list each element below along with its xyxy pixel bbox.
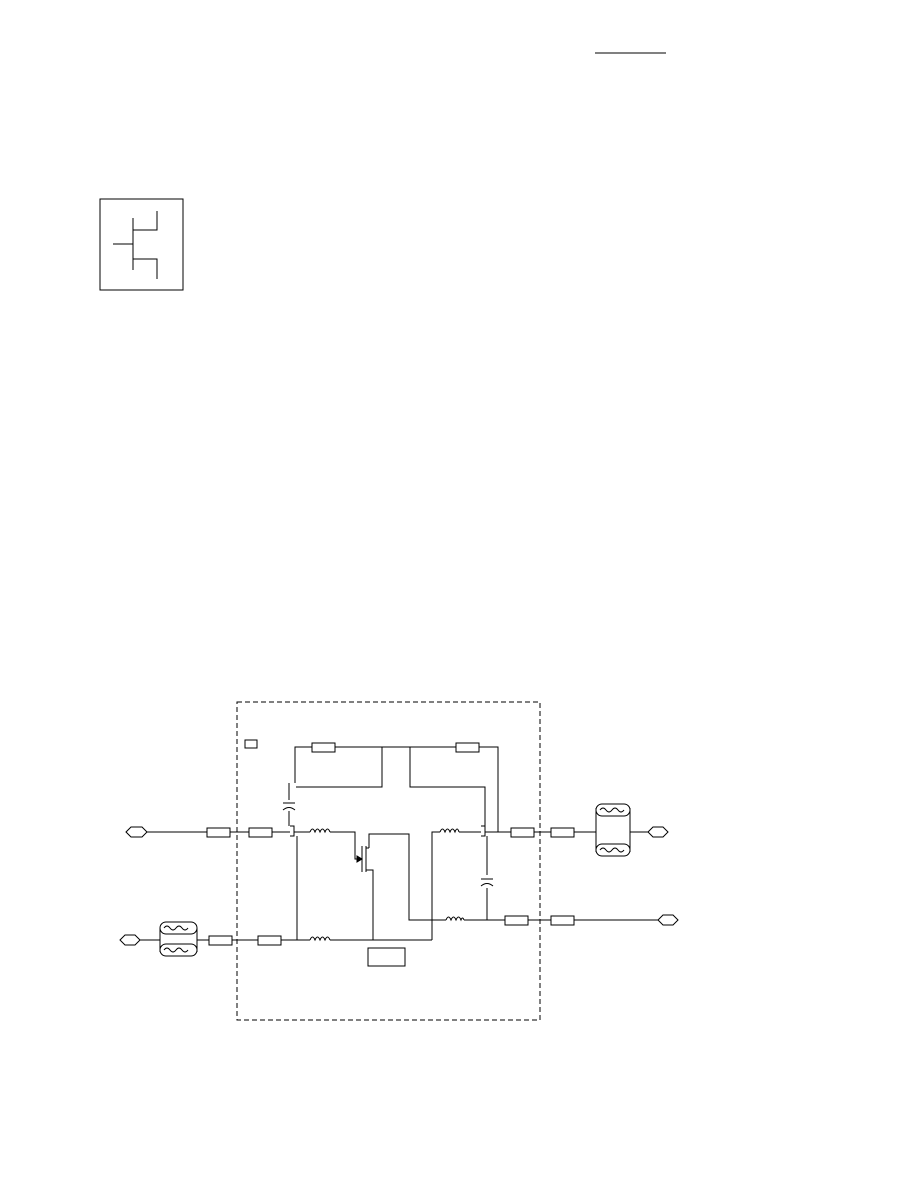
- drain-bias-port: [657, 914, 679, 926]
- capacitors: [282, 802, 494, 887]
- inductor: [309, 828, 331, 834]
- resistor: [455, 742, 480, 753]
- inductor: [445, 916, 465, 922]
- resistor: [206, 827, 231, 838]
- fet-symbol-box: [99, 198, 184, 291]
- resistor: [257, 935, 282, 946]
- transmission-line-pair-gate: [159, 921, 198, 957]
- resistor: [510, 827, 535, 838]
- resistors: [206, 742, 575, 946]
- wiring: [140, 746, 658, 952]
- gate-bias-port: [119, 934, 141, 946]
- ground-reference-block: [367, 947, 406, 967]
- resistor: [550, 827, 575, 838]
- capacitor: [480, 878, 494, 887]
- inductor: [439, 828, 460, 834]
- resistor: [504, 915, 529, 926]
- resistor: [311, 742, 336, 753]
- inductor: [309, 936, 331, 942]
- input-port: [125, 826, 148, 838]
- module-boundary: [236, 701, 541, 1021]
- capacitor: [282, 802, 296, 811]
- inductors: [309, 828, 465, 942]
- fet-transistor-icon: [356, 846, 369, 872]
- resistor: [550, 915, 575, 926]
- reference-box: [244, 739, 258, 749]
- resistor: [208, 935, 233, 946]
- fet-transistor-icon: [113, 211, 158, 279]
- transmission-line-pair-output: [595, 803, 631, 857]
- resistor: [248, 827, 273, 838]
- output-port: [647, 826, 669, 838]
